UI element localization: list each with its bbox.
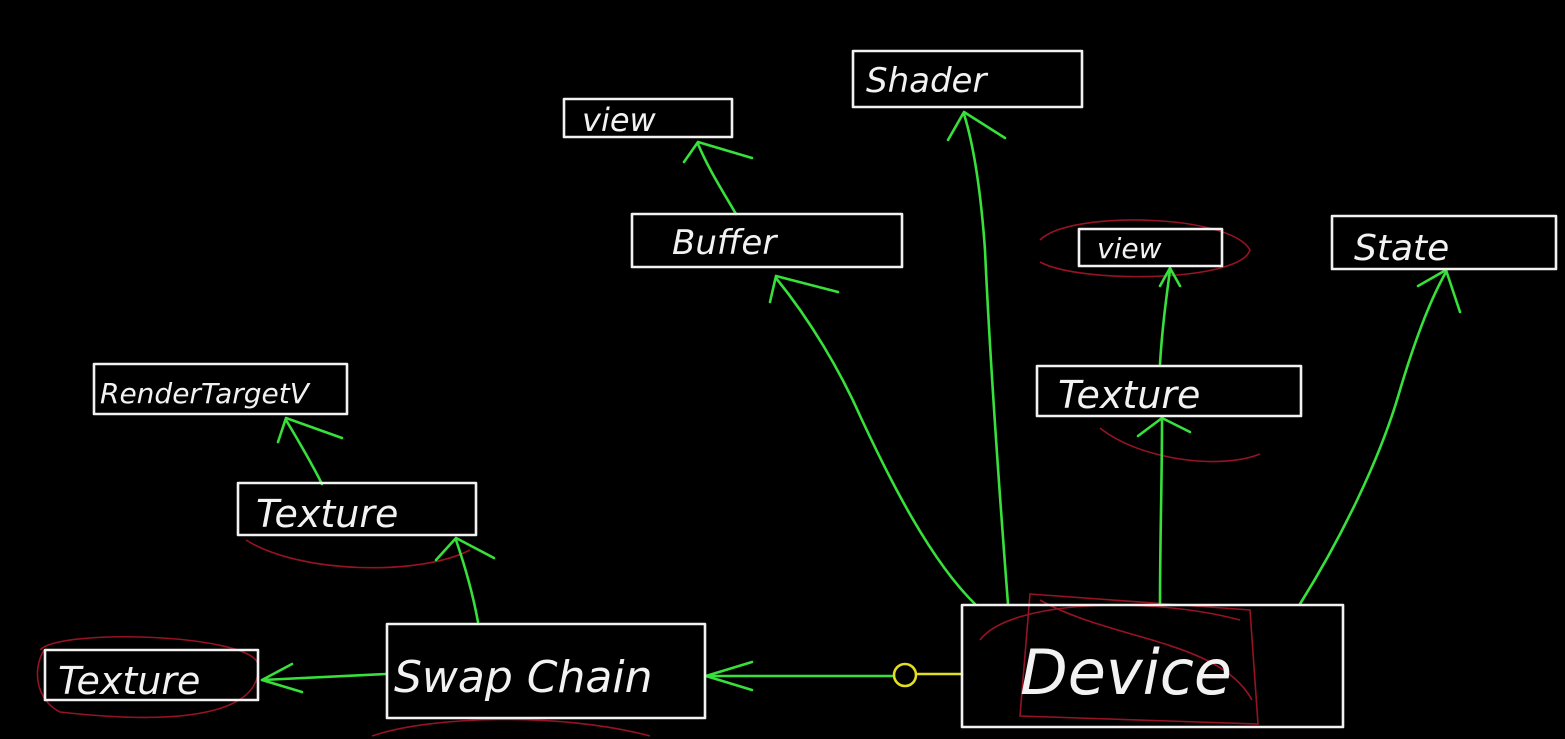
node-render-target-view: RenderTargetV <box>92 362 349 416</box>
node-texture-swapchain-box <box>236 481 478 537</box>
node-buffer-label: Buffer <box>672 223 778 263</box>
node-shader-label: Shader <box>866 61 988 101</box>
node-texture-device: Texture <box>1035 364 1303 418</box>
node-state-label: State <box>1354 228 1449 269</box>
node-texture-swapchain-label: Texture <box>256 492 398 536</box>
edge-swapchain-texture-left <box>260 672 388 682</box>
node-swap-chain-label: Swap Chain <box>394 652 652 703</box>
node-texture-device-label: Texture <box>1058 373 1200 417</box>
node-buffer-box <box>630 212 904 269</box>
highlight-layer <box>36 219 1261 737</box>
edge-device-shader-head <box>946 110 1007 142</box>
edge-swapchain-texture-left-head <box>260 662 304 694</box>
node-view-texture-label: view <box>1097 232 1162 265</box>
view-texture-highlight <box>1039 219 1251 278</box>
device-link-circle <box>892 662 918 688</box>
node-view-buffer: view <box>562 97 734 139</box>
node-view-texture-box <box>1077 227 1224 268</box>
edge-device-buffer <box>774 276 977 606</box>
node-swap-chain-box <box>385 622 707 720</box>
texture-device-highlight <box>1099 427 1261 463</box>
edge-swapchain-texture-head <box>434 536 496 562</box>
swap-chain-highlight <box>371 718 651 737</box>
node-texture-left: Texture <box>43 648 260 703</box>
node-swap-chain: Swap Chain <box>385 622 707 720</box>
node-view-buffer-label: view <box>582 101 657 139</box>
node-device-label: Device <box>1020 636 1232 709</box>
node-texture-device-box <box>1035 364 1303 418</box>
edge-buffer-view-head <box>682 140 754 164</box>
node-render-target-view-label: RenderTargetV <box>100 377 311 410</box>
edge-texture-view-head <box>1158 266 1182 288</box>
edge-swapchain-texture <box>454 538 480 624</box>
edge-buffer-view <box>696 142 738 216</box>
edge-texture-rtv <box>284 418 324 486</box>
node-shader-box <box>851 49 1084 109</box>
node-state-box <box>1330 214 1558 271</box>
edge-device-texture <box>1158 418 1164 606</box>
edge-texture-view <box>1158 268 1172 366</box>
node-state: State <box>1330 214 1558 271</box>
edge-texture-rtv-head <box>276 416 344 444</box>
edge-device-shader <box>962 112 1010 606</box>
edge-device-texture-head <box>1136 416 1192 438</box>
node-texture-left-box <box>43 648 260 702</box>
node-shader: Shader <box>851 49 1084 109</box>
edge-device-state <box>1298 270 1448 606</box>
node-view-buffer-box <box>562 97 734 139</box>
node-device: Device <box>960 603 1345 729</box>
node-texture-swapchain: Texture <box>236 481 478 537</box>
nodes-layer: Shader view Buffer view State <box>43 49 1558 729</box>
edge-device-buffer-head <box>768 274 840 304</box>
node-buffer: Buffer <box>630 212 904 269</box>
edges-layer <box>260 110 1462 694</box>
edge-device-state-head <box>1416 268 1462 314</box>
node-texture-left-label: Texture <box>58 659 200 703</box>
node-render-target-view-box <box>92 362 349 416</box>
texture-swapchain-highlight <box>245 539 471 569</box>
node-view-texture: view <box>1077 227 1224 268</box>
node-device-box <box>960 603 1345 729</box>
